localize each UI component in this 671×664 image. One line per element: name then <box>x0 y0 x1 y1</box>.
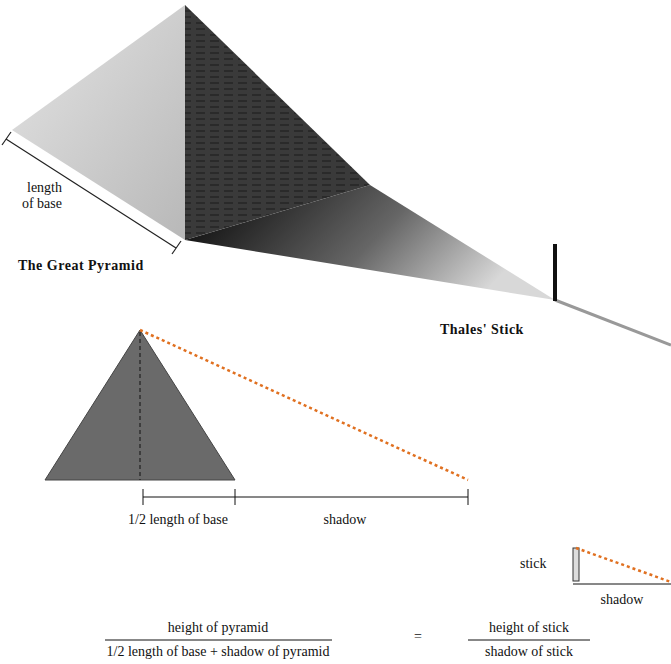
part-label: stick <box>520 556 546 572</box>
dimension-label: 1/2 length of base <box>128 512 228 528</box>
fraction-bar <box>105 640 332 641</box>
pyramid-right-face <box>185 5 370 240</box>
equation-term: height of pyramid <box>168 620 268 636</box>
base-bracket <box>6 139 176 248</box>
dimension-label: length of base <box>14 180 62 212</box>
stick-shadow <box>555 300 671 345</box>
pyramid-triangle <box>45 330 235 480</box>
equation-term: height of stick <box>489 620 569 636</box>
measure-tick <box>468 489 469 505</box>
bracket-tick <box>172 241 181 254</box>
thales-stick <box>553 244 557 301</box>
stick-shadow-line <box>573 584 671 585</box>
figure-title: Thales' Stick <box>440 322 524 338</box>
equation-sign: = <box>414 629 422 645</box>
stick-small <box>573 548 579 581</box>
equation-term: shadow of stick <box>485 644 573 660</box>
sun-ray-stick <box>576 548 671 582</box>
measure-tick <box>143 489 144 505</box>
dimension-label: shadow <box>324 512 367 528</box>
figure-title: The Great Pyramid <box>18 258 144 274</box>
measure-tick <box>235 489 236 505</box>
fraction-bar <box>468 640 590 641</box>
measure-line <box>143 497 468 498</box>
sun-ray <box>140 330 468 480</box>
dimension-label: shadow <box>601 592 644 608</box>
bracket-tick <box>2 132 11 145</box>
equation-term: 1/2 length of base + shadow of pyramid <box>107 644 330 660</box>
height-line <box>140 332 141 480</box>
pyramid-left-face <box>12 5 185 240</box>
